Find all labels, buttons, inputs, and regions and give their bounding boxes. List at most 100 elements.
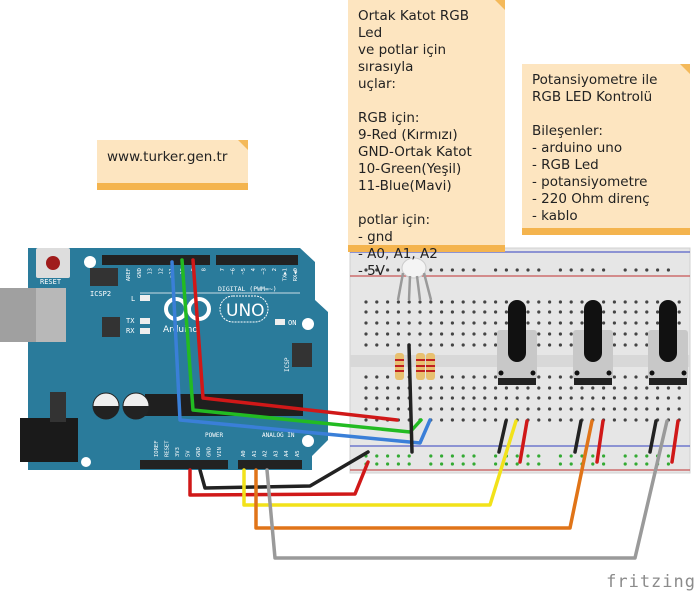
- breadboard-hole: [558, 396, 563, 400]
- potentiometer[interactable]: [497, 300, 537, 385]
- breadboard-hole: [526, 310, 530, 314]
- breadboard-hole: [472, 462, 476, 466]
- breadboard-hole: [645, 454, 649, 458]
- breadboard-hole: [515, 386, 519, 390]
- resistor: [416, 353, 425, 380]
- breadboard-hole: [602, 321, 606, 325]
- breadboard-hole: [623, 310, 627, 314]
- breadboard-hole: [548, 407, 552, 411]
- breadboard-hole: [634, 454, 638, 458]
- breadboard-hole: [429, 396, 433, 400]
- wire-red-pin9: [191, 258, 399, 422]
- breadboard-hole: [548, 343, 552, 347]
- breadboard-hole: [440, 386, 444, 390]
- digital-label: DIGITAL (PWM=~): [218, 285, 277, 293]
- breadboard-hole: [612, 375, 617, 379]
- breadboard-hole: [602, 310, 606, 314]
- breadboard-hole: [580, 454, 584, 458]
- power-label: POWER: [205, 432, 223, 439]
- breadboard-hole: [612, 300, 617, 304]
- breadboard-hole: [504, 386, 508, 390]
- breadboard-hole: [440, 300, 444, 304]
- breadboard-hole: [386, 386, 390, 390]
- breadboard-hole: [537, 386, 541, 390]
- potentiometer[interactable]: [648, 300, 688, 385]
- breadboard-hole: [548, 321, 552, 325]
- breadboard-hole: [612, 396, 617, 400]
- breadboard-hole: [634, 462, 638, 466]
- breadboard-hole: [558, 386, 563, 390]
- breadboard-hole: [537, 462, 541, 466]
- breadboard-hole: [407, 300, 411, 304]
- breadboard-hole: [386, 332, 390, 336]
- breadboard-hole: [483, 343, 487, 347]
- breadboard-hole: [677, 396, 681, 400]
- breadboard-hole: [440, 454, 444, 458]
- breadboard-hole: [580, 300, 584, 304]
- breadboard-hole: [440, 407, 444, 411]
- breadboard-hole: [569, 418, 573, 422]
- breadboard-hole: [612, 407, 617, 411]
- breadboard-hole: [375, 454, 379, 458]
- breadboard-hole: [364, 321, 368, 325]
- pin-label: GND: [207, 447, 213, 457]
- breadboard-hole: [450, 300, 454, 304]
- breadboard-hole: [364, 386, 368, 390]
- pin-label: A1: [252, 450, 258, 457]
- note-bar: [522, 228, 690, 235]
- breadboard-hole: [623, 386, 627, 390]
- breadboard-hole: [558, 310, 563, 314]
- pin-label: 5V: [186, 450, 192, 457]
- resistor: [426, 353, 435, 380]
- breadboard-hole: [569, 321, 573, 325]
- breadboard-hole: [623, 332, 627, 336]
- breadboard-hole: [396, 343, 400, 347]
- breadboard-hole: [375, 332, 379, 336]
- breadboard-hole: [461, 375, 465, 379]
- breadboard-hole: [364, 310, 368, 314]
- breadboard-hole: [375, 375, 379, 379]
- breadboard-hole: [375, 300, 379, 304]
- wire-black-led-gnd: [407, 343, 414, 454]
- breadboard-hole: [418, 343, 422, 347]
- pin-label: A4: [284, 450, 290, 457]
- wire-black-pot2: [573, 419, 583, 454]
- breadboard-hole: [472, 321, 476, 325]
- breadboard-hole: [591, 396, 595, 400]
- breadboard-hole: [569, 300, 573, 304]
- breadboard-hole: [515, 268, 519, 272]
- breadboard-hole: [612, 343, 617, 347]
- breadboard-hole: [494, 396, 498, 400]
- wire-green-pin10: [180, 258, 423, 434]
- reset-label: RESET: [40, 278, 62, 286]
- potentiometer[interactable]: [573, 300, 613, 385]
- breadboard-hole: [386, 462, 390, 466]
- breadboard-hole: [634, 332, 638, 336]
- breadboard-hole: [526, 454, 530, 458]
- breadboard-hole: [548, 396, 552, 400]
- breadboard-hole: [526, 300, 530, 304]
- breadboard-hole: [548, 418, 552, 422]
- pin-label: 13: [148, 268, 154, 275]
- breadboard-hole: [386, 310, 390, 314]
- pin-label: ~5: [241, 268, 247, 275]
- breadboard-hole: [461, 396, 465, 400]
- breadboard-hole: [386, 300, 390, 304]
- pin-label: GND: [196, 447, 202, 457]
- breadboard-hole: [375, 310, 379, 314]
- breadboard-hole: [461, 321, 465, 325]
- breadboard-hole: [645, 343, 649, 347]
- breadboard-hole: [450, 321, 454, 325]
- breadboard-hole: [634, 268, 638, 272]
- breadboard-hole: [483, 386, 487, 390]
- breadboard-hole: [483, 321, 487, 325]
- breadboard-hole: [364, 343, 368, 347]
- breadboard-hole: [504, 310, 508, 314]
- breadboard-hole: [429, 454, 433, 458]
- breadboard-hole: [429, 300, 433, 304]
- breadboard-hole: [569, 343, 573, 347]
- microcontroller-chip: [145, 394, 303, 416]
- breadboard-hole: [440, 396, 444, 400]
